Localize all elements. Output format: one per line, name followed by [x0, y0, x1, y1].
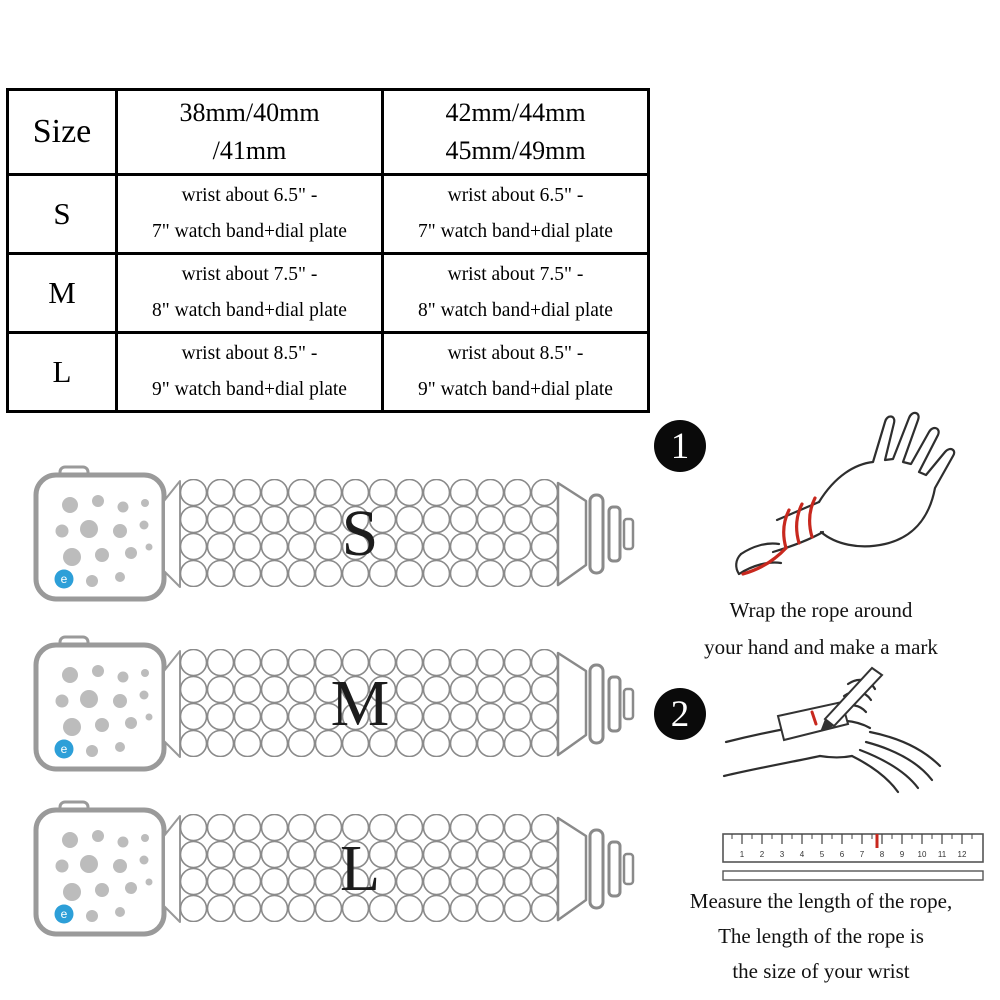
column-header-line: 42mm/44mm: [445, 98, 586, 127]
caption-line: the size of your wrist: [732, 959, 910, 983]
mark-wrist-with-pen-illustration: [722, 666, 942, 794]
cell-line: 7" watch band+dial plate: [152, 221, 347, 242]
caption-line: Wrap the rope around: [729, 598, 913, 622]
ruler-number: 6: [840, 850, 845, 859]
ruler-number: 2: [760, 850, 765, 859]
column-header-small-case: 38mm/40mm /41mm: [115, 88, 384, 176]
ruler-number: 4: [800, 850, 805, 859]
apple-watch-icon: L: [30, 800, 645, 945]
caption-line: your hand and make a mark: [704, 635, 938, 659]
cell-line: wrist about 7.5" -: [447, 264, 584, 285]
band-size-label: M: [331, 667, 390, 740]
step-number: 1: [670, 425, 690, 467]
table-row-l: L wrist about 8.5" - 9" watch band+dial …: [6, 331, 650, 413]
red-rope-wrap: [741, 496, 817, 576]
row-label-l: L: [6, 331, 118, 413]
cell-line: wrist about 8.5" -: [181, 343, 318, 364]
band-size-label: S: [342, 497, 379, 570]
column-header-line: /41mm: [212, 136, 287, 165]
ruler-minor-ticks: [731, 834, 973, 839]
ruler-number: 10: [918, 850, 927, 859]
pen-tip: [820, 719, 834, 732]
row-label-m: M: [6, 252, 118, 334]
cell-l-large-case: wrist about 8.5" - 9" watch band+dial pl…: [381, 331, 650, 413]
ruler-number: 3: [780, 850, 785, 859]
cell-m-small-case: wrist about 7.5" - 8" watch band+dial pl…: [115, 252, 384, 334]
table-row-s: S wrist about 6.5" - 7" watch band+dial …: [6, 173, 650, 255]
cell-line: 9" watch band+dial plate: [418, 379, 613, 400]
ruler-major-ticks: [741, 834, 963, 844]
rope-strip: [722, 870, 984, 881]
cell-line: 8" watch band+dial plate: [418, 300, 613, 321]
cell-line: wrist about 7.5" -: [181, 264, 318, 285]
step-2-badge: 2: [654, 688, 706, 740]
step-1-caption: Wrap the rope around your hand and make …: [645, 592, 997, 666]
cell-line: wrist about 6.5" -: [181, 185, 318, 206]
caption-line: Measure the length of the rope,: [689, 889, 953, 913]
cell-l-small-case: wrist about 8.5" - 9" watch band+dial pl…: [115, 331, 384, 413]
cell-line: 7" watch band+dial plate: [418, 221, 613, 242]
caption-line: The length of the rope is: [718, 924, 924, 948]
ruler-number: 8: [880, 850, 885, 859]
apple-watch-icon: S: [30, 465, 645, 610]
step-number: 2: [670, 693, 690, 735]
table-header-row: Size 38mm/40mm /41mm 42mm/44mm 45mm/49mm: [6, 88, 650, 176]
cell-line: wrist about 8.5" -: [447, 343, 584, 364]
watch-band-size-m-illustration: M: [30, 635, 645, 785]
watch-band-size-l-illustration: L: [30, 800, 645, 950]
column-header-line: 45mm/49mm: [445, 136, 586, 165]
cell-s-large-case: wrist about 6.5" - 7" watch band+dial pl…: [381, 173, 650, 255]
step-1-badge: 1: [654, 420, 706, 472]
measuring-tape-strip: [776, 700, 850, 742]
ruler-number: 5: [820, 850, 825, 859]
ruler-number: 9: [900, 850, 905, 859]
wrap-rope-around-wrist-illustration: [735, 411, 956, 576]
red-mark: [810, 710, 818, 726]
size-header-cell: Size: [6, 88, 118, 176]
size-chart-table: Size 38mm/40mm /41mm 42mm/44mm 45mm/49mm…: [6, 88, 650, 413]
column-header-line: 38mm/40mm: [179, 98, 320, 127]
band-size-label: L: [340, 832, 380, 905]
row-label-s: S: [6, 173, 118, 255]
cell-m-large-case: wrist about 7.5" - 8" watch band+dial pl…: [381, 252, 650, 334]
cell-line: wrist about 6.5" -: [447, 185, 584, 206]
pen-icon: [823, 666, 884, 728]
step-2-caption: Measure the length of the rope, The leng…: [645, 884, 997, 989]
table-row-m: M wrist about 7.5" - 8" watch band+dial …: [6, 252, 650, 334]
ruler-number: 12: [958, 850, 967, 859]
ruler-illustration: 1 2 3 4 5 6 7 8 9 10 11 12: [722, 833, 984, 881]
column-header-large-case: 42mm/44mm 45mm/49mm: [381, 88, 650, 176]
cell-s-small-case: wrist about 6.5" - 7" watch band+dial pl…: [115, 173, 384, 255]
watch-band-size-s-illustration: S: [30, 465, 645, 615]
ruler-number: 1: [740, 850, 745, 859]
ruler-number: 7: [860, 850, 865, 859]
ruler-number: 11: [938, 850, 947, 859]
cell-line: 9" watch band+dial plate: [152, 379, 347, 400]
cell-line: 8" watch band+dial plate: [152, 300, 347, 321]
apple-watch-icon: M: [30, 635, 645, 780]
